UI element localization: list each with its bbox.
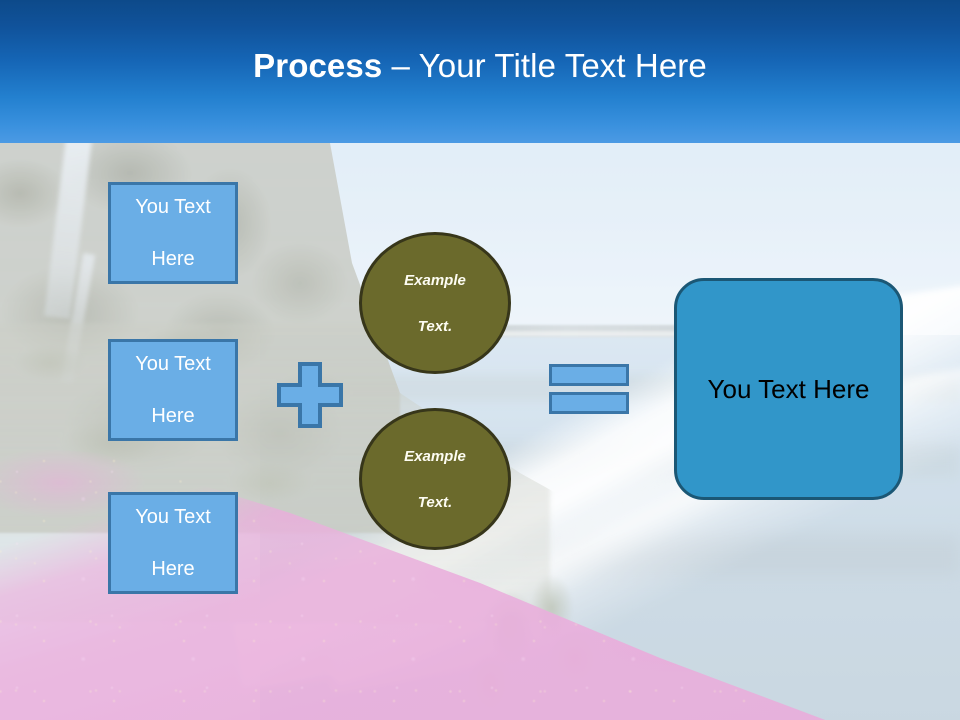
page-title-strong: Process — [253, 47, 383, 84]
equals-icon-bar-bottom — [549, 392, 629, 414]
title-band: Process – Your Title Text Here — [0, 0, 960, 143]
plus-icon-svg — [277, 362, 343, 428]
result-box[interactable]: You Text Here — [674, 278, 903, 500]
equals-icon-bar-top — [549, 364, 629, 386]
plus-icon — [277, 362, 343, 428]
page-title-rest: – Your Title Text Here — [382, 47, 707, 84]
page-title: Process – Your Title Text Here — [0, 46, 960, 86]
result-box-label: You Text Here — [707, 373, 870, 404]
